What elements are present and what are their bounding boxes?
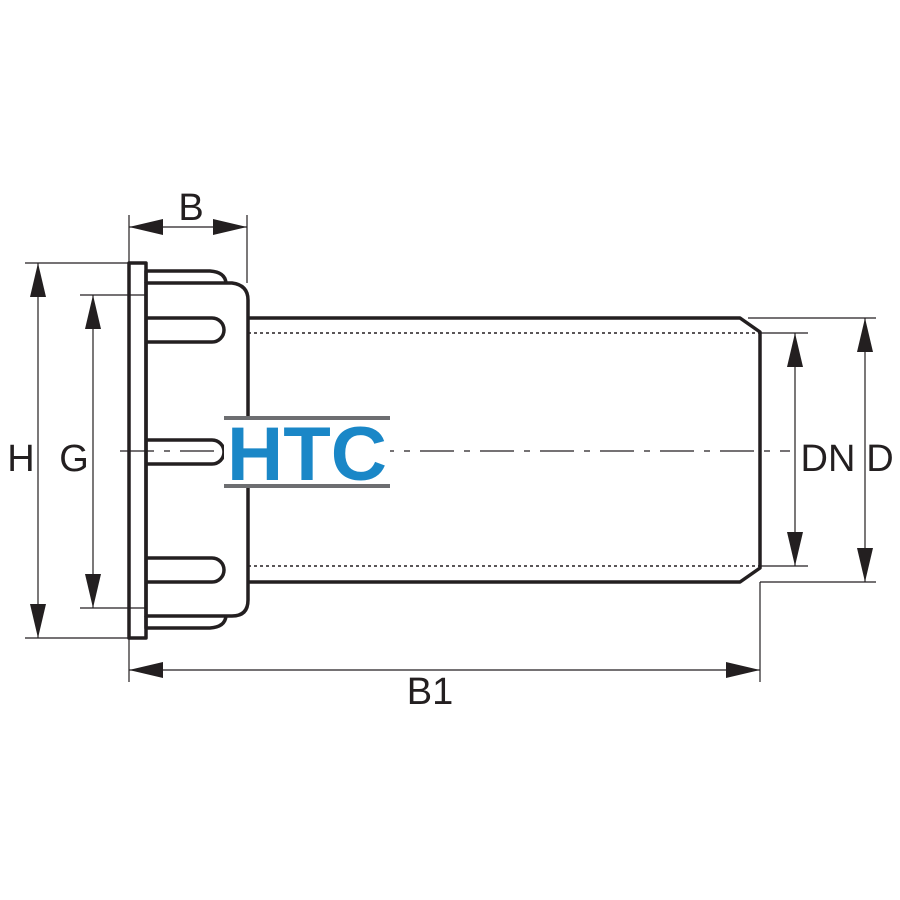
logo-text: HTC [227,412,387,497]
nut-step-top [144,269,228,284]
nut-slot-top [146,316,226,344]
arrow-dn-top [787,333,803,367]
arrow-b-left [129,219,163,235]
arrow-h-bottom [30,604,46,638]
arrow-b1-left [129,662,163,678]
label-g: G [59,438,89,480]
label-h: H [7,438,34,480]
nut-slot-bottom [146,556,226,584]
nut-slot-middle [146,438,226,466]
arrow-g-bottom [85,574,101,608]
pipe-body [248,316,762,584]
nut-body [144,281,250,618]
arrow-b1-right [726,662,760,678]
arrow-d-top [857,318,873,352]
arrow-g-top [85,295,101,329]
arrow-b-right [213,219,247,235]
arrow-h-top [30,263,46,297]
label-dn: DN [801,438,856,480]
arrow-dn-bottom [787,532,803,566]
label-b: B [178,187,203,229]
arrow-d-bottom [857,548,873,582]
htc-logo: HTC [224,412,390,497]
nut-step-bottom [144,615,228,630]
label-b1: B1 [407,671,453,713]
logo-backdrop [224,418,390,486]
label-d: D [866,438,893,480]
